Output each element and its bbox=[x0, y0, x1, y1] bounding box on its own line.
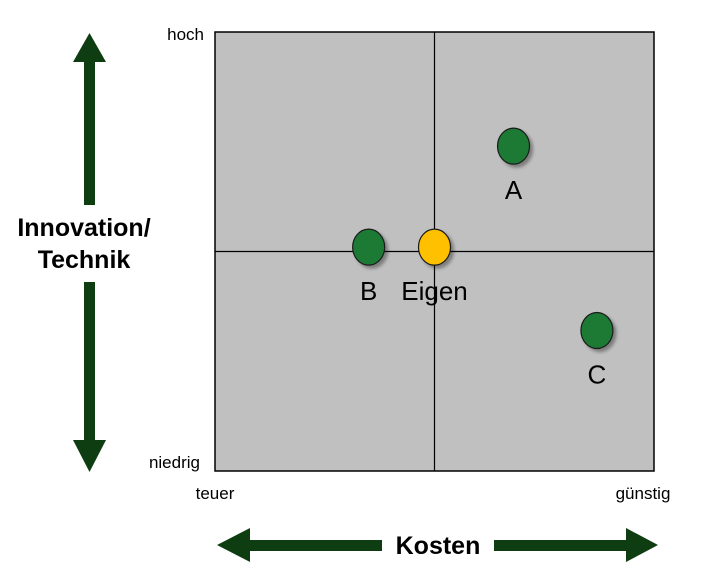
x-axis-right-label: günstig bbox=[616, 484, 671, 503]
y-axis-top-label: hoch bbox=[167, 25, 204, 44]
x-axis-title: Kosten bbox=[396, 532, 481, 560]
y-axis-title-line1: Innovation/ bbox=[17, 214, 150, 242]
vertical-arrow-up-head bbox=[73, 33, 106, 62]
point-b-label: B bbox=[360, 276, 377, 306]
horizontal-arrow-left-head bbox=[217, 528, 250, 562]
vertical-arrow-upper-shaft bbox=[84, 60, 95, 205]
point-a-marker bbox=[496, 127, 531, 165]
x-axis-left-label: teuer bbox=[196, 484, 235, 503]
point-c-marker bbox=[580, 311, 614, 350]
y-axis-bottom-label: niedrig bbox=[149, 453, 200, 472]
y-axis-title-line2: Technik bbox=[38, 246, 131, 274]
point-a-label: A bbox=[505, 175, 523, 205]
point-b-marker bbox=[352, 228, 386, 266]
horizontal-arrow bbox=[217, 528, 658, 562]
vertical-arrow-lower-shaft bbox=[84, 282, 95, 442]
vertical-arrow-down-head bbox=[73, 440, 106, 472]
vertical-arrow bbox=[73, 33, 106, 472]
horizontal-arrow-left-shaft bbox=[248, 540, 382, 551]
horizontal-arrow-right-shaft bbox=[494, 540, 628, 551]
horizontal-arrow-right-head bbox=[626, 528, 658, 562]
point-eigen-marker bbox=[417, 228, 452, 266]
point-eigen-label: Eigen bbox=[401, 276, 468, 306]
point-c-label: C bbox=[588, 360, 607, 390]
